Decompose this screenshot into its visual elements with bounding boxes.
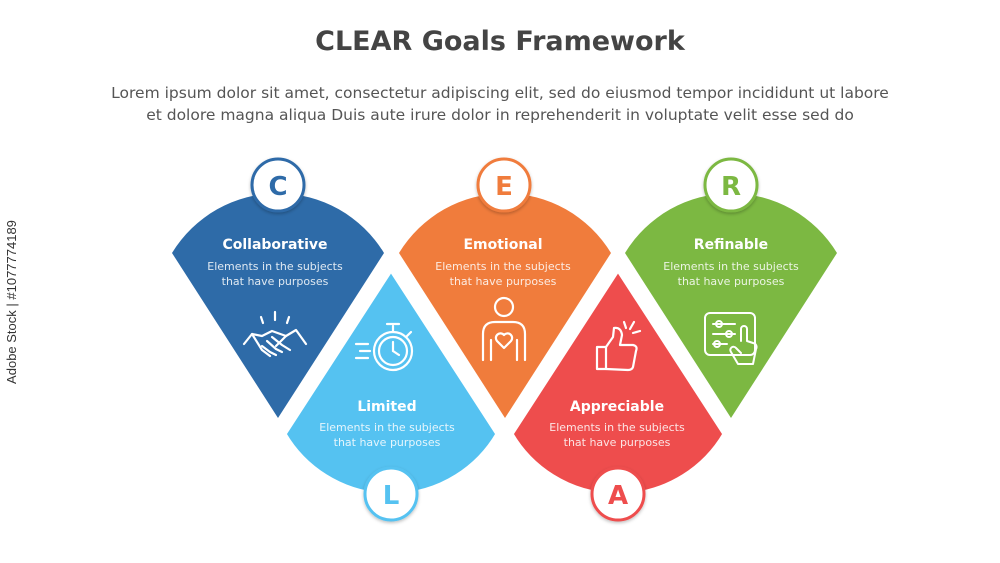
card-emotional-title: Emotional (463, 237, 542, 253)
subtitle-line-2: et dolore magna aliqua Duis aute irure d… (146, 106, 854, 124)
card-limited-desc-1: Elements in the subjects (319, 421, 455, 434)
settings-touch-icon (704, 312, 758, 365)
card-emotional-desc-2: that have purposes (450, 275, 557, 288)
letter-c: C (268, 172, 287, 202)
card-collaborative-desc-1: Elements in the subjects (207, 260, 343, 273)
card-refinable: Refinable Elements in the subjects that … (625, 157, 837, 418)
card-emotional-shape (399, 193, 611, 418)
letter-e: E (495, 172, 513, 202)
card-collaborative-desc-2: that have purposes (222, 275, 329, 288)
card-collaborative-shape (172, 193, 384, 418)
card-appreciable-desc-1: Elements in the subjects (549, 421, 685, 434)
letter-a-badge (590, 466, 646, 522)
card-limited: Limited Elements in the subjects that ha… (281, 266, 501, 522)
card-emotional: Emotional Elements in the subjects that … (399, 157, 611, 418)
subtitle-line-1: Lorem ipsum dolor sit amet, consectetur … (111, 84, 889, 102)
handshake-icon (242, 310, 308, 358)
letter-l-badge (363, 466, 419, 522)
card-appreciable-title: Appreciable (570, 399, 664, 415)
card-appreciable-desc-2: that have purposes (564, 436, 671, 449)
letter-r: R (721, 172, 741, 202)
card-collaborative: Collaborative Elements in the subjects t… (172, 157, 384, 418)
letter-a: A (608, 481, 628, 511)
page-title: CLEAR Goals Framework (315, 26, 685, 57)
stopwatch-icon (354, 322, 414, 372)
card-appreciable: Appreciable Elements in the subjects tha… (508, 266, 728, 522)
letter-c-badge (250, 157, 306, 213)
card-emotional-desc-1: Elements in the subjects (435, 260, 571, 273)
watermark-side-label: Adobe Stock | #1077774189 (4, 220, 19, 384)
letter-e-badge (476, 157, 532, 213)
card-refinable-desc-2: that have purposes (678, 275, 785, 288)
thumbs-up-icon (595, 320, 642, 372)
card-refinable-desc-1: Elements in the subjects (663, 260, 799, 273)
card-refinable-title: Refinable (694, 237, 768, 253)
card-limited-desc-2: that have purposes (334, 436, 441, 449)
card-collaborative-title: Collaborative (222, 237, 327, 253)
letter-l: L (383, 481, 400, 511)
person-heart-icon (481, 296, 527, 362)
card-refinable-shape (625, 193, 837, 418)
letter-r-badge (703, 157, 759, 213)
card-limited-title: Limited (357, 399, 416, 415)
page-subtitle: Lorem ipsum dolor sit amet, consectetur … (40, 82, 960, 126)
